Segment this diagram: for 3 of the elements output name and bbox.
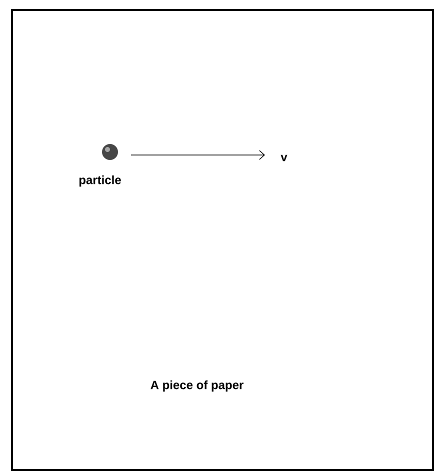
velocity-label: v [280, 154, 288, 162]
particle-label: particle [79, 175, 121, 187]
particle-ball [102, 144, 118, 160]
